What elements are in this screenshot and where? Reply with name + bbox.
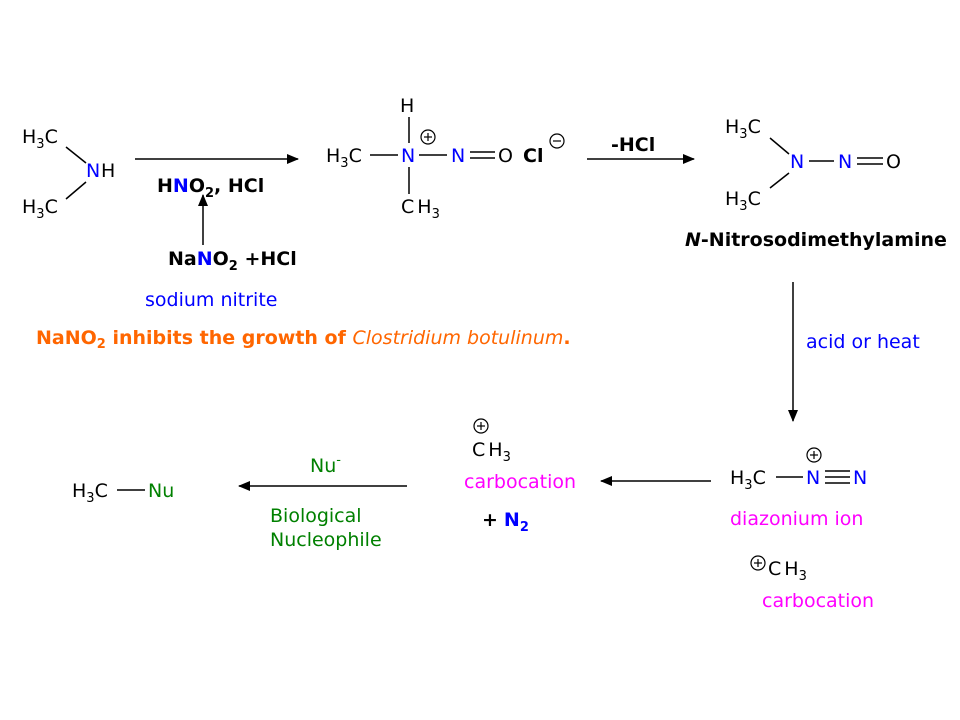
intermediate-ammonium-nitrogen: N (401, 145, 415, 167)
plus-charge-icon (473, 418, 489, 434)
ndma-amine-nitrogen: N (790, 151, 804, 173)
product-methyl: H3C (72, 480, 108, 506)
diazonium-ion-structure: H3C N N diazonium ion (730, 447, 867, 530)
biological-label: Biological (270, 505, 362, 527)
intermediate-oxygen: O (498, 145, 513, 167)
sodium-nitrite-label: sodium nitrite (145, 289, 277, 311)
carbocation-label: carbocation (464, 471, 576, 493)
plus-nitrogen-byproduct: +N2 (482, 509, 529, 535)
diazonium-nitrogen-2: N (853, 467, 867, 489)
dimethylamine-structure: H3C N H H3C (22, 126, 115, 222)
ndma-oxygen: O (886, 151, 901, 173)
nucleophile-word-label: Nucleophile (270, 529, 382, 551)
dimethylamine-bottom-methyl: H3C (22, 196, 58, 222)
bond-line (769, 172, 790, 189)
dimethylamine-nitrogen: N (86, 160, 100, 182)
minus-hcl-label: -HCl (611, 134, 655, 156)
dimethylamine-hydrogen: H (101, 160, 115, 182)
reagent-hno2-hcl: HNO2, HCl (157, 175, 264, 201)
carbocation-lower-label: carbocation (762, 590, 874, 612)
plus-charge-icon (750, 555, 766, 571)
methylated-product-structure: H3C Nu (72, 480, 174, 506)
minus-charge-icon (549, 133, 565, 149)
plus-charge-icon (420, 129, 436, 145)
ndma-name: N-Nitrosodimethylamine (685, 229, 947, 251)
nucleophile-label: Nu- (310, 453, 341, 477)
dimethylamine-top-methyl: H3C (22, 126, 58, 152)
intermediate-hydrogen: H (400, 95, 414, 117)
nitrosodimethylamine-structure: H3C N N O H3C N-Nitrosodimethylamine (685, 116, 947, 251)
intermediate-methyl: H3C (326, 145, 362, 171)
nitrite-inhibition-note: NaNO2 inhibits the growth of Clostridium… (36, 327, 571, 352)
chloride-counterion: Cl (523, 145, 543, 167)
diazonium-ion-label: diazonium ion (730, 508, 863, 530)
ndma-top-methyl: H3C (725, 116, 761, 142)
product-nucleophile: Nu (148, 480, 174, 502)
ndma-nitroso-nitrogen: N (838, 151, 852, 173)
bond-line (65, 181, 87, 200)
bond-line (769, 137, 790, 155)
diazonium-nitrogen-1: N (806, 467, 820, 489)
ndma-bottom-methyl: H3C (725, 188, 761, 214)
diazonium-methyl: H3C (730, 467, 766, 493)
intermediate-nitroso-nitrogen: N (451, 145, 465, 167)
acid-or-heat-label: acid or heat (806, 331, 920, 353)
plus-charge-icon (806, 447, 822, 463)
sodium-nitrite-formula: NaNO2 +HCl (168, 248, 297, 274)
bond-line (65, 146, 87, 164)
